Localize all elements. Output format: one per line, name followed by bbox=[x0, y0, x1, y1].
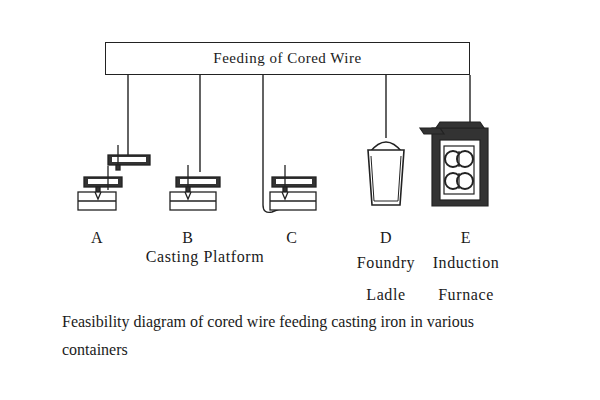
box-title: Feeding of Cored Wire bbox=[213, 50, 361, 67]
container-name: Induction Furnace bbox=[426, 247, 506, 311]
group-label: Casting Platform bbox=[146, 247, 264, 267]
container-letter: E bbox=[461, 228, 471, 248]
container-letter: C bbox=[286, 228, 297, 248]
container-letter: B bbox=[182, 228, 193, 248]
container-letter: D bbox=[380, 228, 392, 248]
feeder-box: Feeding of Cored Wire bbox=[105, 42, 470, 75]
container-letter: A bbox=[91, 228, 103, 248]
container-name: Foundry Ladle bbox=[351, 247, 421, 311]
figure-caption: Feasibility diagram of cored wire feedin… bbox=[62, 308, 482, 364]
